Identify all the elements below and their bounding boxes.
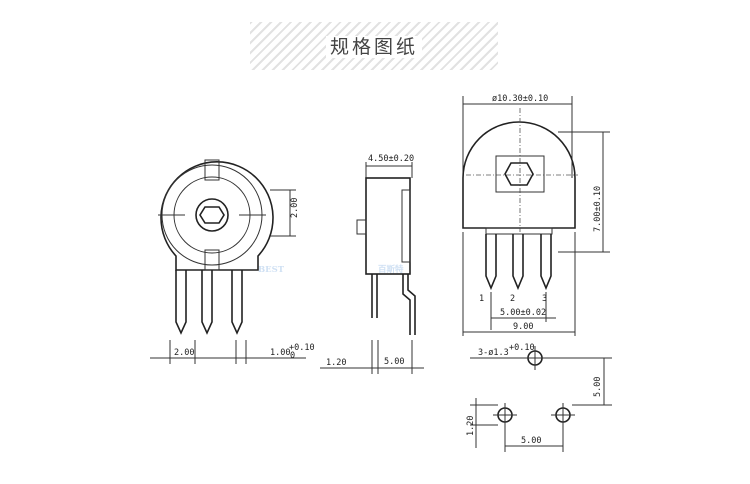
front-pin-1 bbox=[175, 270, 187, 335]
dim-side-pitch: 5.00 bbox=[384, 357, 404, 367]
dim-pcb-offset: 1.20 bbox=[466, 416, 476, 436]
dim-front-right: 1.00 bbox=[270, 348, 290, 358]
front-inner-ring bbox=[173, 176, 251, 254]
tol-upper: +0.10 bbox=[289, 343, 315, 353]
side-back-pin bbox=[402, 274, 416, 335]
dim-pcb-horizontal: 5.00 bbox=[521, 436, 541, 446]
dim-front-left: 2.00 bbox=[174, 348, 194, 358]
page-title: 规格图纸 bbox=[325, 36, 422, 58]
watermark-latin: BEST bbox=[258, 265, 285, 275]
side-view: 4.50±0.20 1.20 5.00 bbox=[320, 154, 424, 374]
pcb-layout: 3-ø1.3 +0.10 5.00 1.20 5.00 bbox=[466, 343, 612, 452]
pin-label-1: 1 bbox=[479, 294, 484, 304]
dim-thickness: 4.50±0.20 bbox=[368, 154, 414, 164]
rear-pin-base bbox=[485, 227, 553, 235]
hex-shaft-icon bbox=[199, 206, 225, 224]
dim-width: 9.00 bbox=[513, 322, 533, 332]
rear-hex-icon bbox=[504, 162, 534, 186]
front-shaft-circle bbox=[195, 198, 229, 232]
rear-pin-3 bbox=[540, 234, 552, 291]
dim-side-lead: 1.20 bbox=[326, 358, 346, 368]
hole-spec: 3-ø1.3 bbox=[478, 348, 509, 358]
side-front-pin bbox=[371, 274, 378, 318]
rear-center-box bbox=[495, 155, 545, 193]
dim-height: 7.00±0.10 bbox=[593, 186, 603, 232]
watermark-cjk: 百斯特 bbox=[378, 264, 404, 275]
dim-shaft: 2.00 bbox=[290, 198, 300, 218]
rear-pin-2 bbox=[512, 234, 524, 291]
side-body bbox=[365, 177, 411, 275]
dim-pin-span: 5.00±0.02 bbox=[500, 308, 546, 318]
side-back-plate bbox=[401, 189, 411, 263]
pin-label-3: 3 bbox=[542, 294, 547, 304]
front-view: 2.00 2.00 1.00 +0.10 0 bbox=[150, 159, 315, 364]
pin-label-2: 2 bbox=[510, 294, 515, 304]
dim-pcb-vertical: 5.00 bbox=[593, 377, 603, 397]
rear-pin-1 bbox=[485, 234, 497, 291]
rear-body-outline bbox=[462, 121, 576, 229]
rear-view: ø10.30±0.10 1 2 3 7.00±0.10 5.00±0.02 9.… bbox=[462, 94, 610, 336]
side-shaft bbox=[356, 219, 367, 235]
title-banner: 规格图纸 bbox=[250, 22, 498, 70]
front-pin-3 bbox=[231, 270, 243, 335]
front-top-slot bbox=[204, 159, 220, 181]
tol-lower: 0 bbox=[290, 351, 295, 361]
front-pin-2 bbox=[201, 270, 213, 335]
hole-tol: +0.10 bbox=[509, 343, 535, 353]
dim-diameter: ø10.30±0.10 bbox=[492, 94, 548, 104]
